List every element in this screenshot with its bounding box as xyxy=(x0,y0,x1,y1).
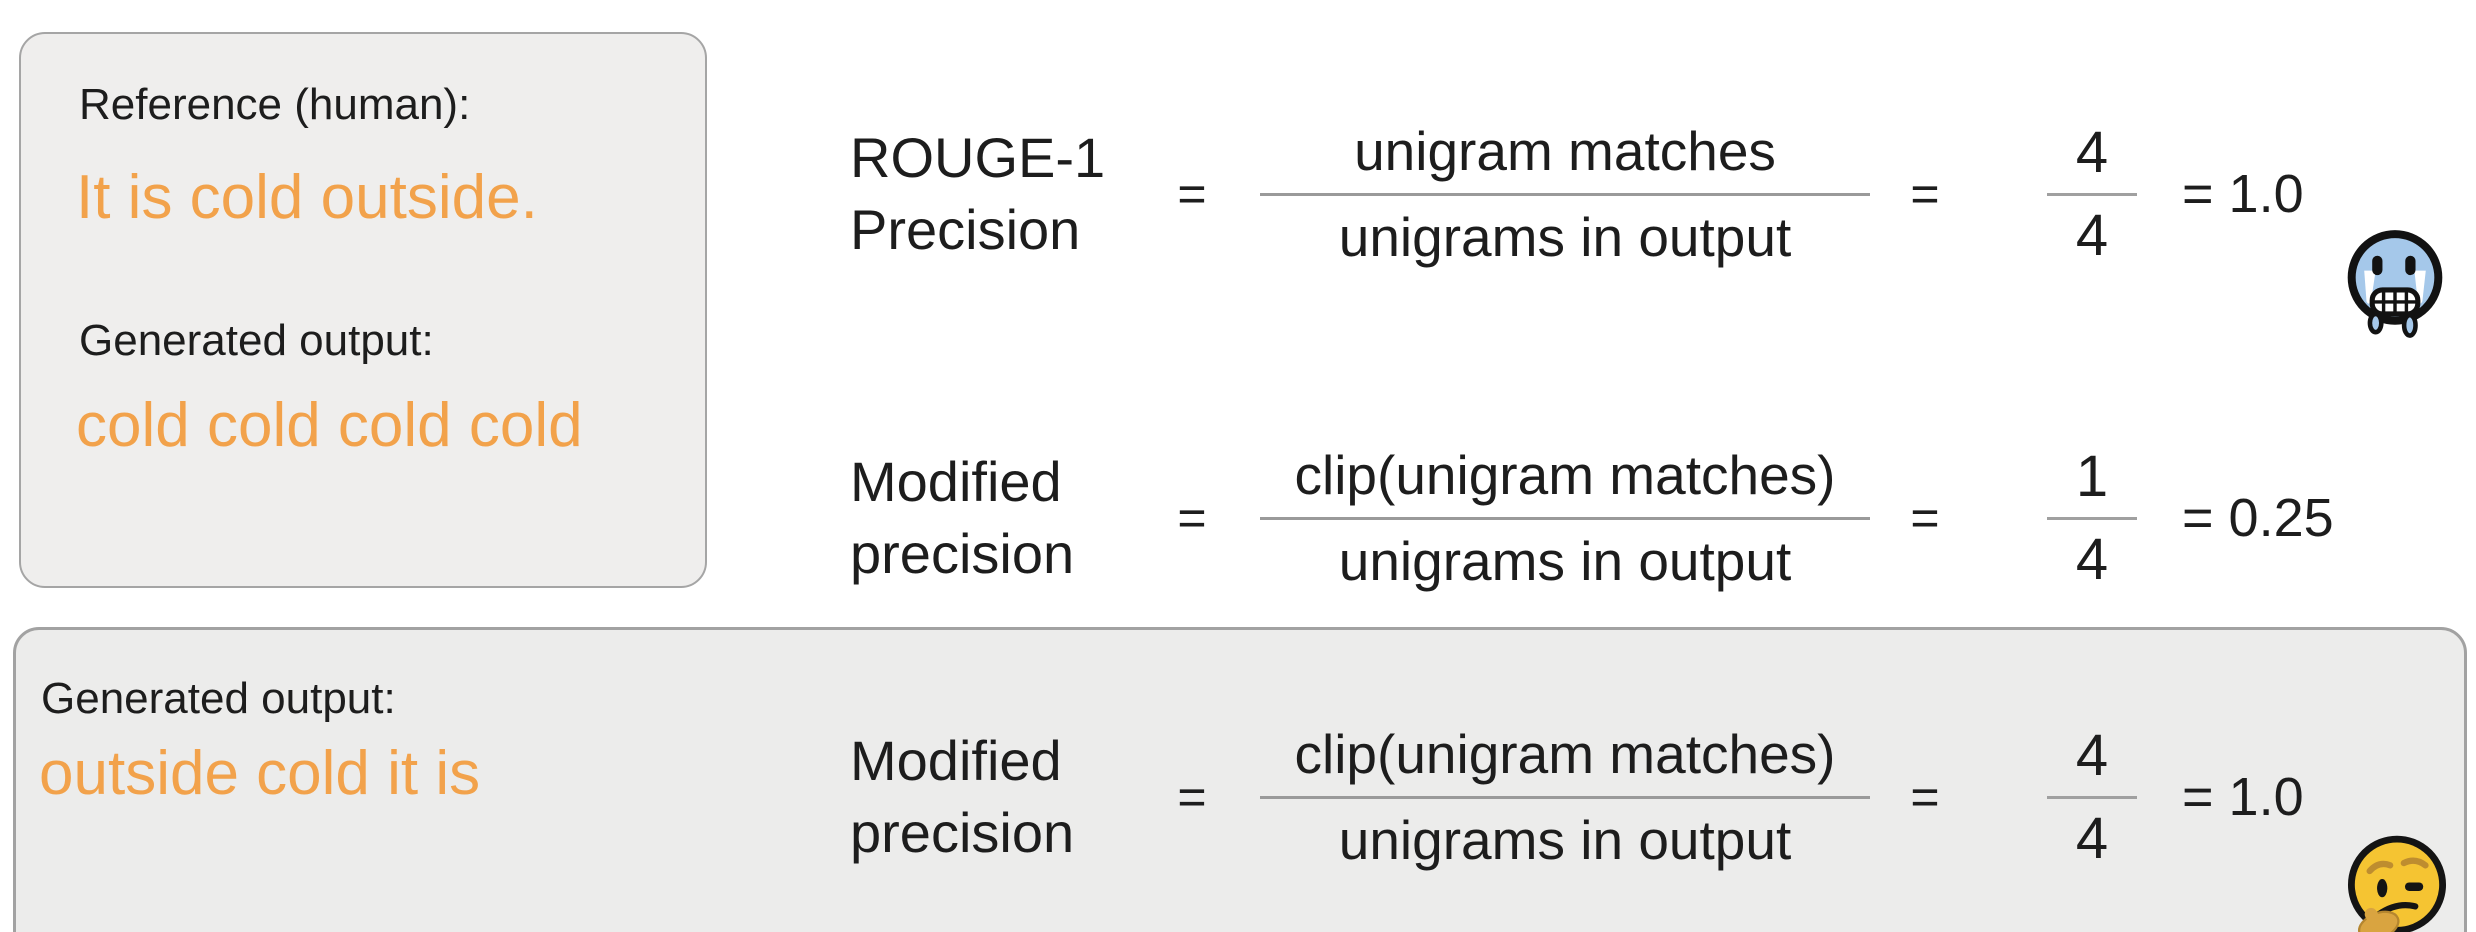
formula-label-line2: precision xyxy=(850,522,1075,585)
modified-precision-formula-row: Modified precision = clip(unigram matche… xyxy=(850,413,2334,623)
result-value: = 1.0 xyxy=(2182,164,2304,224)
reference-sentence: It is cold outside. xyxy=(76,163,538,232)
modified-precision-formula-row-2: Modified precision = clip(unigram matche… xyxy=(850,692,2304,902)
equals-sign: = xyxy=(1177,166,1207,222)
generated-output-sentence-2: outside cold it is xyxy=(39,739,481,808)
generated-output-sentence: cold cold cold cold xyxy=(76,391,583,460)
result-value: = 1.0 xyxy=(2182,767,2304,827)
equals-sign: = xyxy=(1910,769,1940,825)
fraction-denominator: unigrams in output xyxy=(1338,809,1792,871)
numeric-numerator: 4 xyxy=(2047,119,2137,196)
formula-label-line1: Modified xyxy=(850,450,1062,513)
formula-label: Modified precision xyxy=(850,725,1150,869)
equals-sign: = xyxy=(1177,490,1207,546)
numeric-denominator: 4 xyxy=(2075,527,2109,592)
formula-label: ROUGE-1 Precision xyxy=(850,122,1150,266)
numeric-numerator: 1 xyxy=(2047,443,2137,520)
fraction-numerator: unigram matches xyxy=(1260,119,1870,196)
second-example-box: Generated output: outside cold it is xyxy=(13,627,2467,932)
equals-sign: = xyxy=(1177,769,1207,825)
formula-label-line1: Modified xyxy=(850,729,1062,792)
formula-label-line2: precision xyxy=(850,801,1075,864)
numeric-fraction: 4 4 xyxy=(2047,119,2137,269)
fraction-numerator: clip(unigram matches) xyxy=(1260,443,1870,520)
result-value: = 0.25 xyxy=(2182,488,2334,548)
fraction-denominator: unigrams in output xyxy=(1338,530,1792,592)
reference-label: Reference (human): xyxy=(79,80,471,129)
generated-output-label-2: Generated output: xyxy=(41,674,396,723)
thinking-face-emoji xyxy=(2340,829,2454,932)
formula-fraction: clip(unigram matches) unigrams in output xyxy=(1260,443,1870,593)
generated-output-label: Generated output: xyxy=(79,316,434,365)
numeric-numerator: 4 xyxy=(2047,722,2137,799)
rouge1-precision-formula-row: ROUGE-1 Precision = unigram matches unig… xyxy=(850,89,2304,299)
equals-sign: = xyxy=(1910,490,1940,546)
formula-label-line2: Precision xyxy=(850,198,1081,261)
numeric-denominator: 4 xyxy=(2075,806,2109,871)
fraction-denominator: unigrams in output xyxy=(1338,206,1792,268)
cold-face-emoji xyxy=(2338,224,2452,340)
numeric-fraction: 4 4 xyxy=(2047,722,2137,872)
formula-label-line1: ROUGE-1 xyxy=(850,126,1106,189)
equals-sign: = xyxy=(1910,166,1940,222)
numeric-fraction: 1 4 xyxy=(2047,443,2137,593)
fraction-numerator: clip(unigram matches) xyxy=(1260,722,1870,799)
formula-label: Modified precision xyxy=(850,446,1150,590)
reference-example-box: Reference (human): It is cold outside. G… xyxy=(19,32,707,588)
formula-fraction: unigram matches unigrams in output xyxy=(1260,119,1870,269)
formula-fraction: clip(unigram matches) unigrams in output xyxy=(1260,722,1870,872)
numeric-denominator: 4 xyxy=(2075,203,2109,268)
